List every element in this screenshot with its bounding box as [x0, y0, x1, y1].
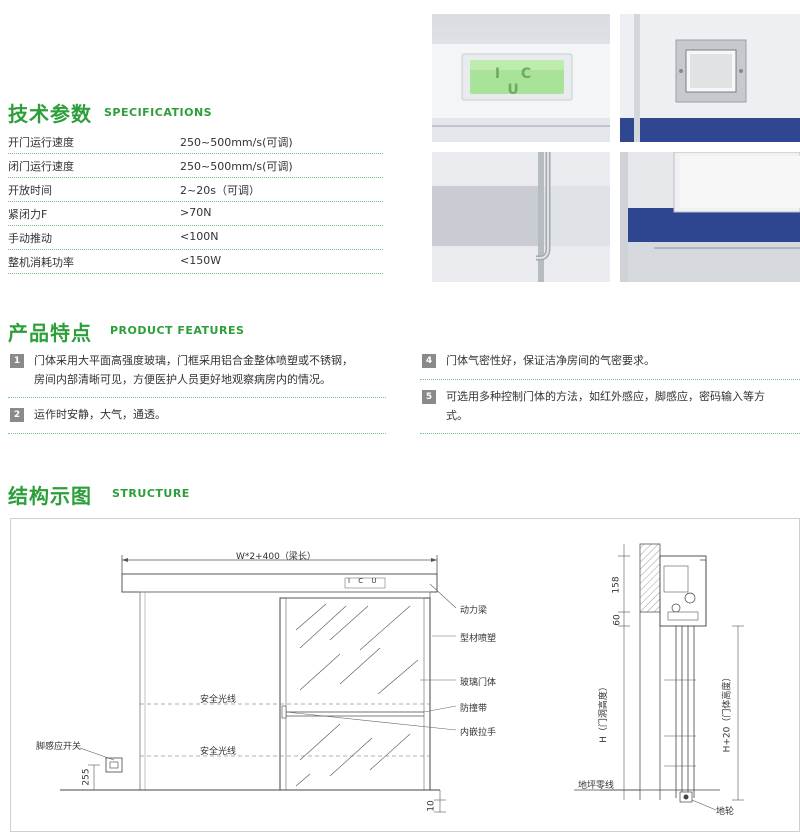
callout-profile-coating: 型材喷塑	[460, 634, 497, 644]
divider	[8, 433, 386, 434]
feature-number-badge: 2	[10, 408, 24, 422]
floor-zero-line-label: 地坪零线	[578, 781, 615, 791]
side-dimension-158: 158	[611, 576, 622, 594]
callout-impact-strip: 防撞带	[460, 704, 488, 714]
spec-row: 闭门运行速度 250~500mm/s(可调)	[8, 154, 383, 178]
photo-icu-sign: I C U	[432, 14, 610, 142]
beam-icu-label: I C U	[348, 577, 380, 585]
feature-number-badge: 4	[422, 354, 436, 368]
feature-text-line: 门体采用大平面高强度玻璃，门框采用铝合金整体喷塑或不锈钢，	[34, 354, 353, 367]
foot-switch-label: 脚感应开关	[36, 742, 82, 752]
divider	[8, 249, 383, 250]
spec-label: 闭门运行速度	[8, 160, 74, 173]
specifications-title-en: SPECIFICATIONS	[104, 106, 213, 119]
divider	[8, 273, 383, 274]
spec-label: 开放时间	[8, 184, 52, 197]
side-dimension-h20: H+20（门体高度）	[722, 672, 733, 753]
icu-sign-text: I C U	[494, 66, 540, 98]
photo-door-handle	[432, 152, 610, 282]
spec-value: <150W	[180, 254, 222, 267]
feature-item: 可选用多种控制门体的方法，如红外感应，脚感应，密码输入等方 式。	[446, 387, 798, 425]
feature-text-line: 可选用多种控制门体的方法，如红外感应，脚感应，密码输入等方	[446, 390, 765, 403]
spec-value: 250~500mm/s(可调)	[180, 160, 293, 173]
feature-number-badge: 1	[10, 354, 24, 368]
feature-item: 门体采用大平面高强度玻璃，门框采用铝合金整体喷塑或不锈钢， 房间内部清晰可见，方…	[34, 351, 353, 389]
spec-row: 整机消耗功率 <150W	[8, 250, 383, 274]
safety-light-label-lower: 安全光线	[200, 747, 237, 757]
side-dimension-h: H（门洞高度）	[598, 682, 609, 743]
features-title-en: PRODUCT FEATURES	[110, 324, 245, 337]
specifications-title-cn: 技术参数	[8, 102, 92, 126]
divider	[8, 177, 383, 178]
structure-title-cn: 结构示图	[8, 484, 92, 508]
feature-item: 运作时安静，大气，通透。	[34, 405, 166, 424]
feature-item: 门体气密性好，保证洁净房间的气密要求。	[446, 351, 655, 370]
divider	[420, 379, 800, 380]
callout-recessed-handle: 内嵌拉手	[460, 728, 497, 738]
spec-value: >70N	[180, 206, 212, 219]
photo-door-edge	[620, 152, 800, 282]
side-dimension-60: 60	[612, 614, 623, 626]
feature-number-badge: 5	[422, 390, 436, 404]
beam-length-dimension: W*2+400（梁长）	[236, 552, 316, 562]
feature-text-line: 运作时安静，大气，通透。	[34, 408, 166, 421]
divider	[8, 153, 383, 154]
callout-glass-door: 玻璃门体	[460, 678, 497, 688]
spec-row: 开放时间 2~20s（可调）	[8, 178, 383, 202]
spec-label: 紧闭力F	[8, 208, 48, 221]
spec-row: 开门运行速度 250~500mm/s(可调)	[8, 130, 383, 154]
spec-value: <100N	[180, 230, 219, 243]
photo-window-control	[620, 14, 800, 142]
feature-text-line: 式。	[446, 409, 468, 422]
spec-label: 整机消耗功率	[8, 256, 74, 269]
feature-text-line: 门体气密性好，保证洁净房间的气密要求。	[446, 354, 655, 367]
spec-value: 2~20s（可调）	[180, 184, 260, 197]
safety-light-label-upper: 安全光线	[200, 695, 237, 705]
spec-value: 250~500mm/s(可调)	[180, 136, 293, 149]
features-title-cn: 产品特点	[8, 321, 92, 345]
spec-row: 紧闭力F >70N	[8, 202, 383, 226]
spec-row: 手动推动 <100N	[8, 226, 383, 250]
divider	[8, 201, 383, 202]
spec-label: 开门运行速度	[8, 136, 74, 149]
callout-drive-beam: 动力梁	[460, 606, 488, 616]
spec-label: 手动推动	[8, 232, 52, 245]
divider	[420, 433, 800, 434]
feature-text-line: 房间内部清晰可见，方便医护人员更好地观察病房内的情况。	[34, 373, 331, 386]
floor-wheel-label: 地轮	[716, 807, 735, 817]
divider	[8, 225, 383, 226]
divider	[8, 397, 386, 398]
structure-title-en: STRUCTURE	[112, 487, 190, 500]
